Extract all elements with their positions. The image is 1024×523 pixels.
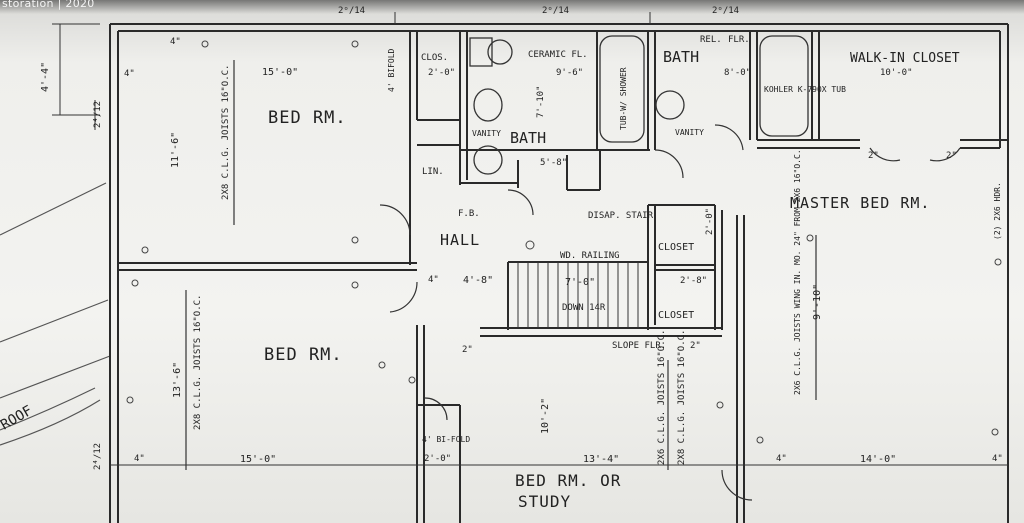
dim-4-4: 4'-4" [40, 62, 51, 92]
dim-4in-5: 4" [776, 454, 787, 464]
dim-7-10: 7'-10" [536, 85, 546, 118]
dim-2in-2: 2" [690, 341, 701, 351]
dim-4in-4: 4" [134, 454, 145, 464]
dim-13-6: 13'-6" [172, 362, 183, 398]
dim-11-6: 11'-6" [170, 132, 181, 168]
dim-2-0-b: 2'-0" [424, 454, 451, 464]
note-ceramic: CERAMIC FL. [528, 50, 588, 60]
note-header: (2) 2X6 HDR. [993, 182, 1002, 240]
dim-2-0-a: 2'-0" [428, 68, 455, 78]
note-joists-master: 2X6 C.L.G. JOISTS WING IN. MO. 24" FROM … [793, 149, 802, 395]
window-size-2: 2ᵒ/14 [542, 6, 569, 16]
note-joists-bed3: 2X8 C.L.G. JOISTS 16"O.C. [677, 330, 687, 465]
dim-15-0-bottom: 15'-0" [240, 454, 276, 465]
window-size-3: 2ᵒ/14 [712, 6, 739, 16]
dim-2-8: 2'-8" [680, 276, 707, 286]
note-flr: FLR. [728, 35, 750, 45]
label-bed-rm-2: BED RM. [264, 345, 343, 365]
stair-treads [517, 262, 639, 328]
note-roof: ROOF [0, 403, 35, 434]
note-vanity-1: VANITY [472, 129, 501, 138]
dim-4in-6: 4" [992, 454, 1003, 464]
label-bed-rm-1: BED RM. [268, 108, 347, 128]
note-joists-bed2: 2X8 C.L.G. JOISTS 16"O.C. [193, 295, 203, 430]
note-fb: F.B. [458, 209, 480, 219]
label-study: STUDY [518, 492, 571, 511]
note-kohler: KOHLER K-790X TUB [764, 85, 846, 94]
dim-15-0-top: 15'-0" [262, 67, 298, 78]
light-fixtures [126, 40, 1002, 444]
label-master-bed-rm: MASTER BED RM. [790, 194, 930, 212]
door-swings [379, 124, 961, 501]
note-down: DOWN 14R [562, 303, 606, 313]
label-bath-1: BATH [510, 129, 546, 147]
label-clos: CLOS. [421, 53, 448, 63]
dim-7-0: 7'-0" [565, 277, 595, 288]
note-wd-railing: WD. RAILING [560, 251, 620, 261]
dim-2-0-c: 2'-0" [705, 208, 715, 235]
label-lin: LIN. [422, 167, 444, 177]
dimension-lines [52, 12, 1008, 466]
note-bifold: 4' BI-FOLD [422, 435, 470, 444]
dim-5-8: 5'-8" [540, 158, 567, 168]
label-walk-in-closet: WALK-IN CLOSET [850, 51, 960, 66]
dim-10-0: 10'-0" [880, 68, 913, 78]
note-bifold-2: 4' BIFOLD [387, 48, 396, 92]
note-tub-shower: TUB-W/ SHOWER [619, 67, 628, 130]
dim-4-8: 4'-8" [463, 275, 493, 286]
roof-lines [0, 182, 111, 446]
label-bath-2: BATH [663, 48, 699, 66]
note-slope: SLOPE FLR. [612, 341, 666, 351]
dim-14-0: 14'-0" [860, 454, 896, 465]
note-rel: REL. [700, 35, 722, 45]
dim-2in-1: 2" [462, 345, 473, 355]
label-bed-rm-3: BED RM. OR [515, 471, 621, 490]
dim-2in-4: 2" [946, 151, 957, 161]
joist-arrows [185, 60, 817, 470]
dim-2in-3: 2" [868, 151, 879, 161]
dim-9-6: 9'-6" [556, 68, 583, 78]
note-joists-bed1: 2X8 C.L.G. JOISTS 16"O.C. [221, 65, 231, 200]
dim-2-4-12-b: 2⁴/12 [93, 443, 103, 470]
dim-8-0: 8'-0" [724, 68, 751, 78]
dim-10-2: 10'-2" [540, 398, 551, 434]
note-vanity-2: VANITY [675, 128, 704, 137]
walls [109, 23, 1009, 523]
dim-2-4-12: 2⁴/12 [93, 101, 103, 128]
dim-9-10: 9'-10" [812, 284, 823, 320]
window-size-1: 2ᵒ/14 [338, 6, 365, 16]
label-closet-1: CLOSET [658, 242, 694, 253]
fixtures [469, 35, 809, 175]
dim-13-4: 13'-4" [583, 454, 619, 465]
label-hall: HALL [440, 231, 480, 249]
video-top-bar [0, 0, 1024, 14]
note-disap-stair: DISAP. STAIR [588, 211, 654, 221]
dim-4in-2: 4" [124, 69, 135, 79]
label-closet-2: CLOSET [658, 310, 694, 321]
dim-4in-1: 4" [170, 37, 181, 47]
dim-4in-3: 4" [428, 275, 439, 285]
video-caption: storation | 2020 [2, 0, 95, 10]
note-joists-hall: 2X6 C.L.G. JOISTS 16"O.C. [657, 330, 667, 465]
